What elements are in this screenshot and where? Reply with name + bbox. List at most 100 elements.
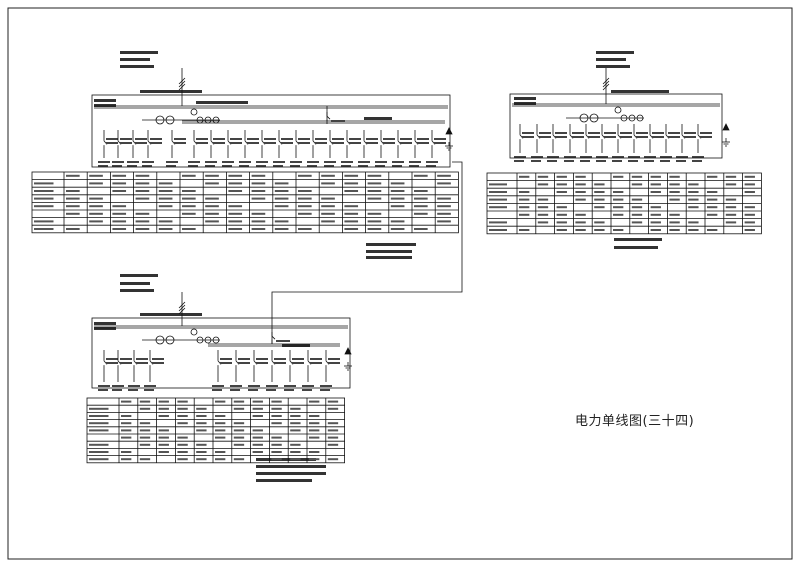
panel-a-wiring — [31, 68, 459, 234]
small-label-mark — [144, 385, 156, 387]
table-cell-mark — [575, 175, 586, 178]
table-cell-mark — [537, 175, 549, 178]
small-label-mark — [315, 138, 327, 140]
table-cell-mark — [613, 213, 624, 216]
table-cell-mark — [196, 407, 207, 410]
small-label-mark — [522, 136, 534, 138]
table-cell-mark — [344, 212, 359, 215]
table-cell-mark — [367, 220, 382, 223]
small-label-mark — [383, 138, 395, 140]
table-cell-mark — [707, 191, 718, 193]
small-label-mark — [434, 138, 446, 140]
table-cell-mark — [215, 415, 226, 417]
incoming-note-block — [596, 51, 634, 68]
table-cell-mark — [89, 174, 103, 177]
small-label-mark — [302, 389, 312, 391]
table-cell-mark — [575, 213, 586, 216]
outgoing-feeder — [212, 350, 232, 391]
small-label-mark — [112, 161, 124, 163]
outgoing-feeder — [644, 124, 664, 162]
table-cell-mark — [537, 213, 549, 216]
small-label-mark — [292, 358, 304, 360]
table-cell-mark — [177, 451, 188, 453]
table-cell-mark — [519, 191, 530, 193]
table-cell-mark — [205, 182, 219, 185]
outgoing-feeder — [580, 124, 600, 162]
table-cell-mark — [158, 190, 173, 192]
small-label-mark — [98, 161, 110, 163]
table-cell-mark — [252, 443, 263, 446]
small-label-mark — [188, 165, 198, 167]
outgoing-feeder — [628, 124, 648, 162]
small-label-mark — [256, 165, 266, 167]
small-label-mark — [580, 156, 592, 158]
table-cell-mark — [158, 436, 169, 439]
small-label-mark — [596, 156, 608, 158]
small-label-mark — [166, 165, 176, 167]
small-label-mark — [106, 142, 118, 144]
table-cell-mark — [121, 429, 132, 432]
remarks-note — [614, 238, 662, 249]
table-cell-mark — [228, 190, 243, 192]
outgoing-feeder — [596, 124, 616, 162]
small-label-mark — [135, 142, 147, 144]
table-cell-mark — [519, 175, 530, 178]
small-label-mark — [150, 138, 162, 140]
table-cell-mark — [414, 190, 428, 192]
outgoing-feeder — [409, 130, 429, 167]
table-cell-mark — [519, 206, 530, 209]
table-cell-mark — [251, 174, 266, 177]
table-cell-mark — [158, 182, 173, 185]
small-label-mark — [366, 138, 378, 140]
table-cell-mark — [298, 197, 312, 200]
table-cell-mark — [650, 213, 661, 216]
table-cell-mark — [182, 174, 196, 177]
small-label-mark — [375, 165, 385, 167]
table-cell-mark — [344, 190, 359, 192]
cable-tick — [178, 77, 186, 85]
table-cell-mark — [367, 212, 382, 215]
table-cell-mark — [135, 190, 150, 192]
table-cell-mark — [139, 422, 151, 425]
table-cell-mark — [594, 183, 605, 186]
table-cell-mark — [66, 205, 80, 208]
table-cell-mark — [34, 182, 54, 185]
small-label-mark — [266, 389, 276, 391]
table-cell-mark — [228, 174, 243, 177]
table-cell-mark — [290, 429, 301, 432]
table-cell-mark — [327, 458, 339, 461]
table-cell-mark — [309, 429, 320, 432]
outgoing-feeder — [358, 130, 378, 167]
small-label-mark — [144, 389, 154, 391]
table-cell-mark — [251, 212, 266, 215]
small-label-mark — [256, 161, 268, 163]
table-cell-mark — [327, 436, 339, 439]
table-cell-mark — [594, 221, 605, 224]
small-label-mark — [112, 165, 122, 167]
outgoing-feeder — [222, 130, 242, 167]
table-cell-mark — [688, 198, 699, 201]
table-cell-mark — [298, 228, 312, 230]
table-cell-mark — [233, 458, 245, 461]
table-cell-mark — [414, 228, 428, 230]
table-cell-mark — [158, 400, 169, 403]
drawing-frame — [7, 7, 793, 560]
table-cell-mark — [89, 407, 109, 410]
table-cell-mark — [327, 443, 339, 446]
table-cell-mark — [489, 183, 507, 186]
small-label-mark — [409, 165, 419, 167]
small-label-mark — [274, 358, 286, 360]
small-label-mark — [514, 156, 526, 158]
outgoing-feeder — [256, 130, 276, 167]
panel-enclosure — [91, 317, 351, 389]
small-label-mark — [400, 142, 412, 144]
small-label-mark — [620, 132, 632, 134]
meter-icon — [190, 108, 198, 116]
table-cell-mark — [650, 229, 661, 231]
outgoing-feeder — [392, 130, 412, 167]
table-cell-mark — [390, 205, 405, 208]
small-label-mark — [320, 385, 332, 387]
table-cell-mark — [321, 205, 335, 208]
table-cell-mark — [66, 212, 80, 215]
